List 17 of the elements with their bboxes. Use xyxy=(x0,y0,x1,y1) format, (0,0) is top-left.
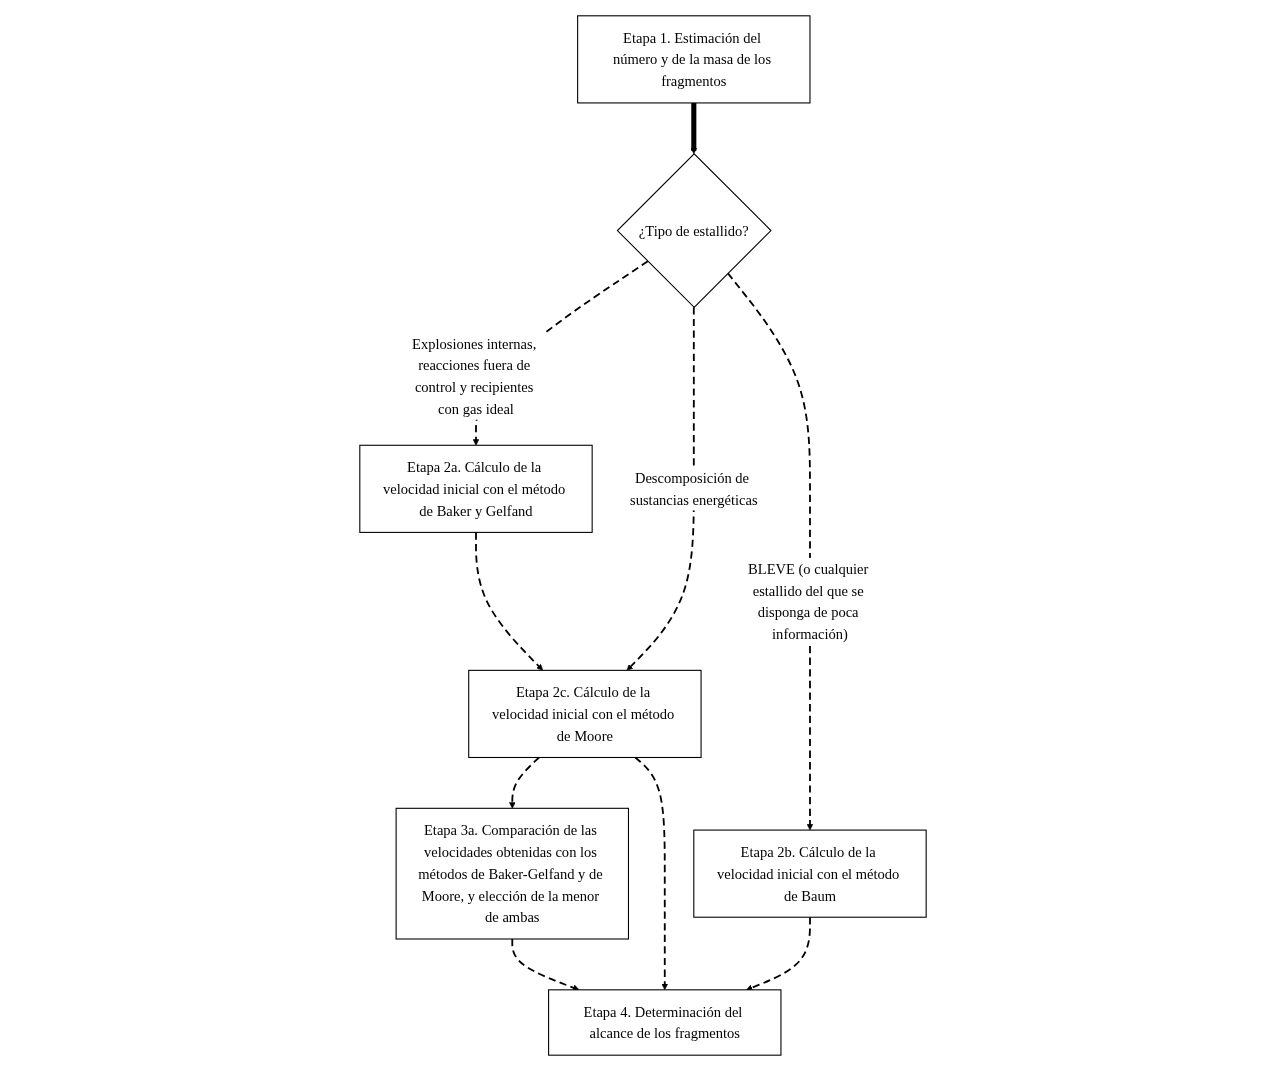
arrow xyxy=(508,756,540,809)
arrow xyxy=(626,306,695,671)
node-box: Etapa 2b. Cálculo de la velocidad inicial con el método de Baum xyxy=(692,829,927,918)
node-box: Etapa 1. Estimación del número y de la masa de los fragmentos xyxy=(576,15,811,104)
edge-label: Explosiones internas, reacciones fuera de control y recipientes con gas ideal xyxy=(411,335,536,417)
edge-label: BLEVE (o cualquier estallido del que se disponga de poca información) xyxy=(747,560,868,643)
edge-label: Descomposición de sustancias energéticas xyxy=(629,469,758,508)
arrow xyxy=(510,938,579,991)
node-diamond: ¿Tipo de estallido? xyxy=(616,153,772,309)
node-box: Etapa 2c. Cálculo de la velocidad inicial con el método de Moore xyxy=(467,669,702,759)
arrow xyxy=(633,756,668,991)
arrow xyxy=(745,916,811,991)
node-box: Etapa 2a. Cálculo de la velocidad inicial con el método de Baker y Gelfand xyxy=(358,444,593,533)
node-box: Etapa 3a. Comparación de las velocidades obtenidas con los métodos de Baker-Gelfand y de Moore, y elección de la menor de ambas xyxy=(395,807,629,940)
arrow xyxy=(690,102,697,155)
node-box: Etapa 4. Determinación del alcance de los fragmentos xyxy=(547,989,781,1056)
arrow xyxy=(474,531,543,671)
